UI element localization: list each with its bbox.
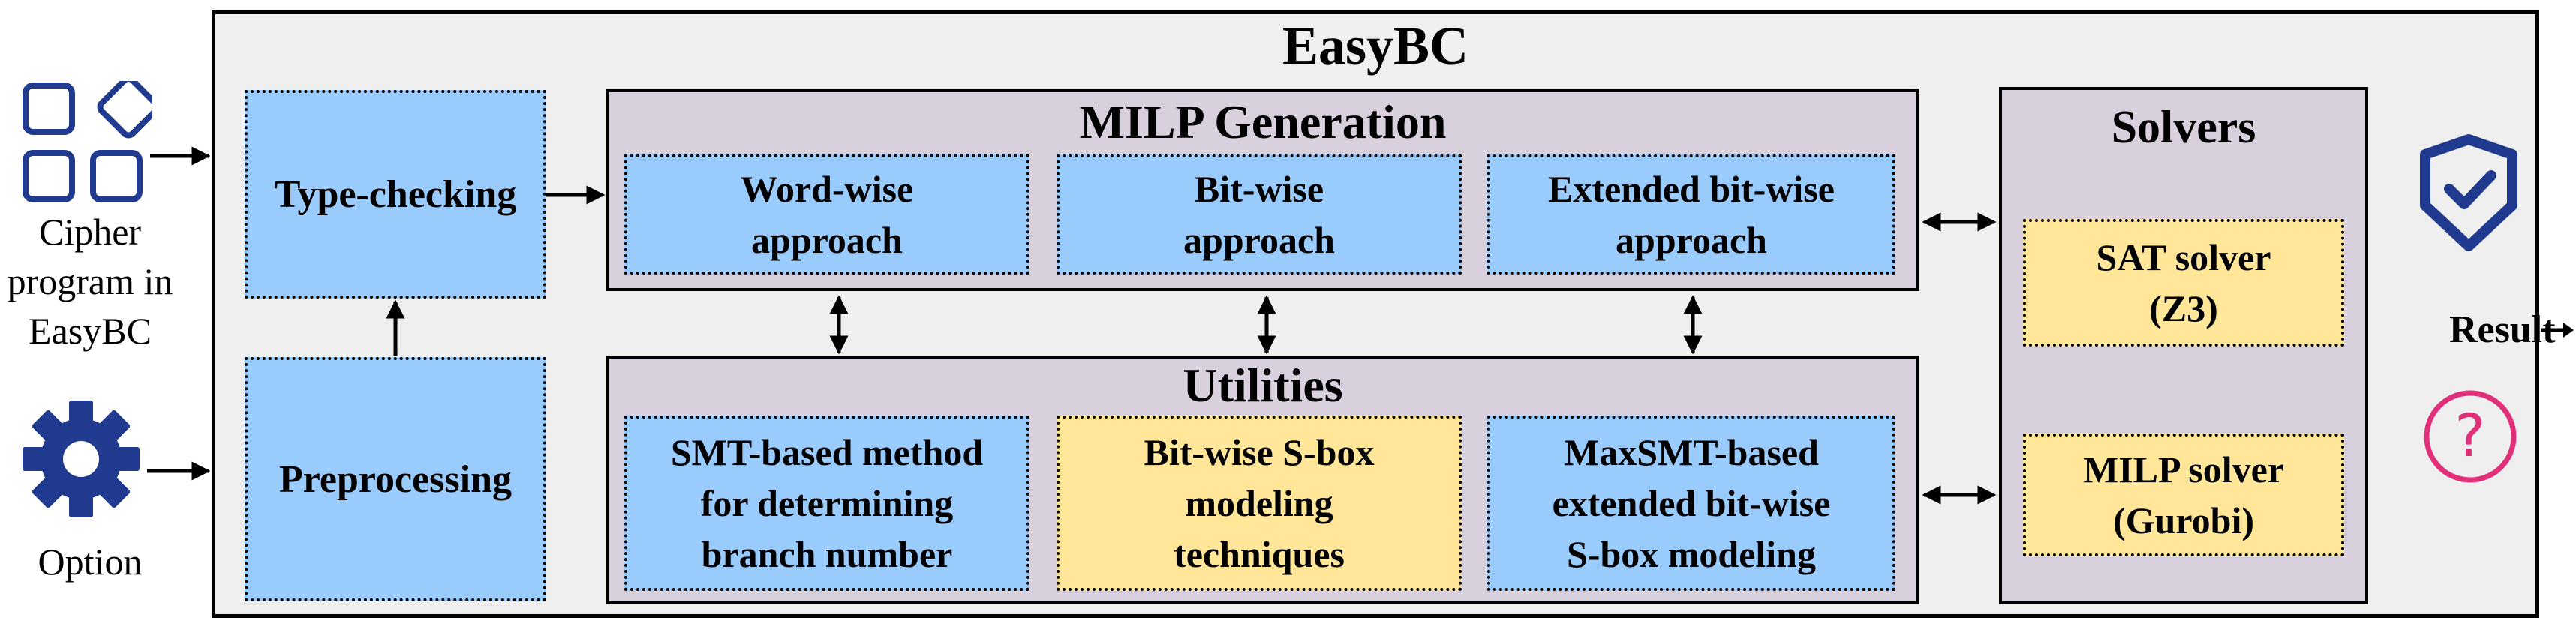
maxsmt-extended-sbox-box: MaxSMT-based extended bit-wise S-box mod… <box>1487 416 1895 591</box>
preprocessing-box: Preprocessing <box>245 357 546 602</box>
result-label: Result <box>2449 308 2556 351</box>
bit-wise-sbox-modeling-box: Bit-wise S-box modeling techniques <box>1057 416 1462 591</box>
solvers-title: Solvers <box>2111 102 2256 153</box>
svg-text:?: ? <box>2454 403 2485 470</box>
to-result-arrow <box>2541 322 2574 338</box>
extended-bit-wise-approach-box: Extended bit-wise approach <box>1487 154 1895 274</box>
type-checking-box: Type-checking <box>245 90 546 298</box>
milp-solver-box: MILP solver (Gurobi) <box>2023 434 2344 556</box>
sat-solver-box: SAT solver (Z3) <box>2023 219 2344 346</box>
option-label: Option <box>38 541 143 583</box>
bit-wise-approach-box: Bit-wise approach <box>1057 154 1462 274</box>
milp-generation-title: MILP Generation <box>1079 95 1447 148</box>
result-question-icon: ? <box>2424 390 2517 483</box>
smt-branch-number-box: SMT-based method for determining branch … <box>624 416 1029 591</box>
word-wise-approach-box: Word-wise approach <box>624 154 1029 274</box>
easybc-title: EasyBC <box>1282 16 1469 76</box>
result-shield-check-icon <box>2420 134 2517 251</box>
cipher-program-icon <box>23 81 152 202</box>
utilities-title: Utilities <box>1183 358 1343 412</box>
option-gear-icon <box>23 400 140 518</box>
cipher-program-label: Cipher program in EasyBC <box>7 211 173 352</box>
